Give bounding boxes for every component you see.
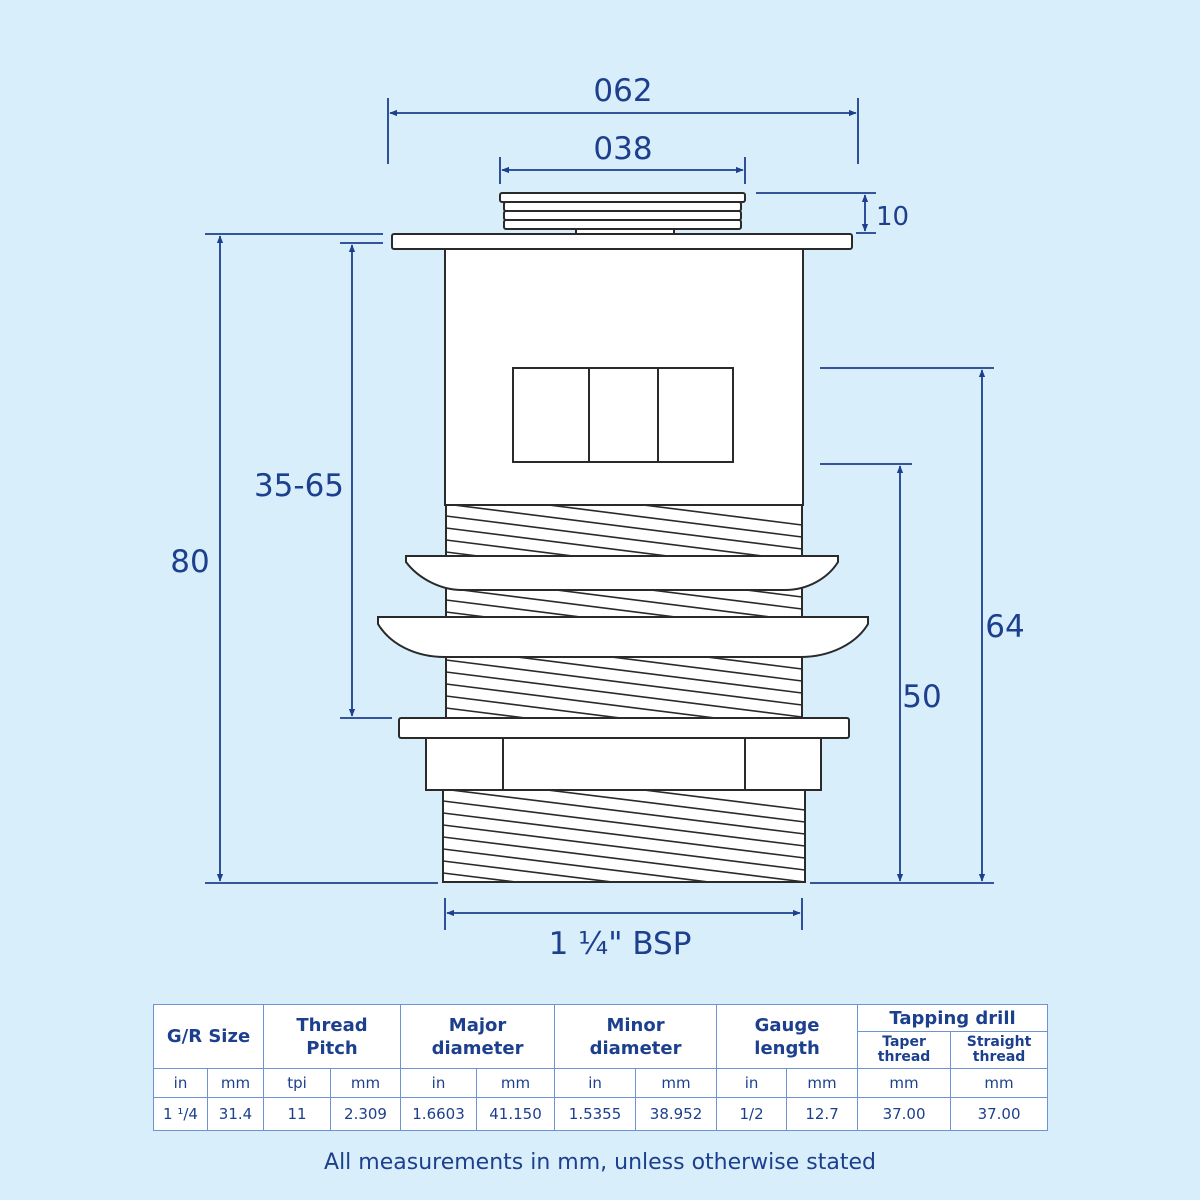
- upper-washer: [405, 555, 839, 591]
- lower-washer: [377, 616, 869, 658]
- hex-nut: [425, 737, 822, 791]
- top-flange: [391, 233, 853, 250]
- value-cell: 37.00: [950, 1097, 1049, 1131]
- value-cell: 1 ¹/4: [153, 1097, 208, 1131]
- header-gr-size: G/R Size: [152, 1004, 265, 1069]
- header-tapping-drill: Tapping drill: [857, 1004, 1049, 1032]
- dim-label-038: 038: [593, 131, 652, 167]
- unit-cell: in: [716, 1068, 788, 1098]
- value-cell: 2.309: [330, 1097, 402, 1131]
- lower-thread-lines: [443, 790, 805, 882]
- value-cell: 1.5355: [554, 1097, 637, 1131]
- table-row: 1 ¹/4 31.4 11 2.309 1.6603 41.150 1.5355…: [153, 1097, 1049, 1131]
- unit-cell: mm: [206, 1068, 265, 1098]
- dim-label-bsp: 1 ¼" BSP: [549, 926, 692, 962]
- dim-label-35-65: 35-65: [254, 468, 344, 504]
- value-cell: 41.150: [476, 1097, 556, 1131]
- dim-label-10: 10: [876, 202, 909, 232]
- value-cell: 1.6603: [400, 1097, 478, 1131]
- unit-cell: tpi: [263, 1068, 332, 1098]
- value-cell: 11: [263, 1097, 332, 1131]
- unit-cell: mm: [786, 1068, 859, 1098]
- unit-cell: mm: [857, 1068, 952, 1098]
- unit-cell: in: [554, 1068, 637, 1098]
- footer-note: All measurements in mm, unless otherwise…: [324, 1150, 876, 1175]
- technical-drawing: 062 038 10 80 35-65 64 50 1 ¼" BSP: [170, 73, 1024, 962]
- units-row: in mm tpi mm in mm in mm in mm mm mm: [153, 1068, 1049, 1098]
- unit-cell: mm: [476, 1068, 556, 1098]
- waste-fitting: [377, 192, 869, 883]
- unit-cell: mm: [330, 1068, 402, 1098]
- unit-cell: mm: [950, 1068, 1049, 1098]
- dimension-labels: 062 038 10 80 35-65 64 50 1 ¼" BSP: [170, 73, 1024, 962]
- lock-washer: [398, 717, 850, 739]
- dim-label-062: 062: [593, 73, 652, 109]
- overflow-slots: [512, 367, 734, 463]
- value-cell: 31.4: [206, 1097, 265, 1131]
- value-cell: 37.00: [857, 1097, 952, 1131]
- value-cell: 1/2: [716, 1097, 788, 1131]
- dim-label-64: 64: [985, 609, 1024, 645]
- unit-cell: mm: [635, 1068, 718, 1098]
- top-cap-thread: [499, 192, 746, 235]
- unit-cell: in: [400, 1068, 478, 1098]
- value-cell: 12.7: [786, 1097, 859, 1131]
- value-cell: 38.952: [635, 1097, 718, 1131]
- dim-label-50: 50: [902, 679, 941, 715]
- dimension-lines: [205, 98, 994, 930]
- unit-cell: in: [153, 1068, 208, 1098]
- dim-label-80: 80: [170, 544, 209, 580]
